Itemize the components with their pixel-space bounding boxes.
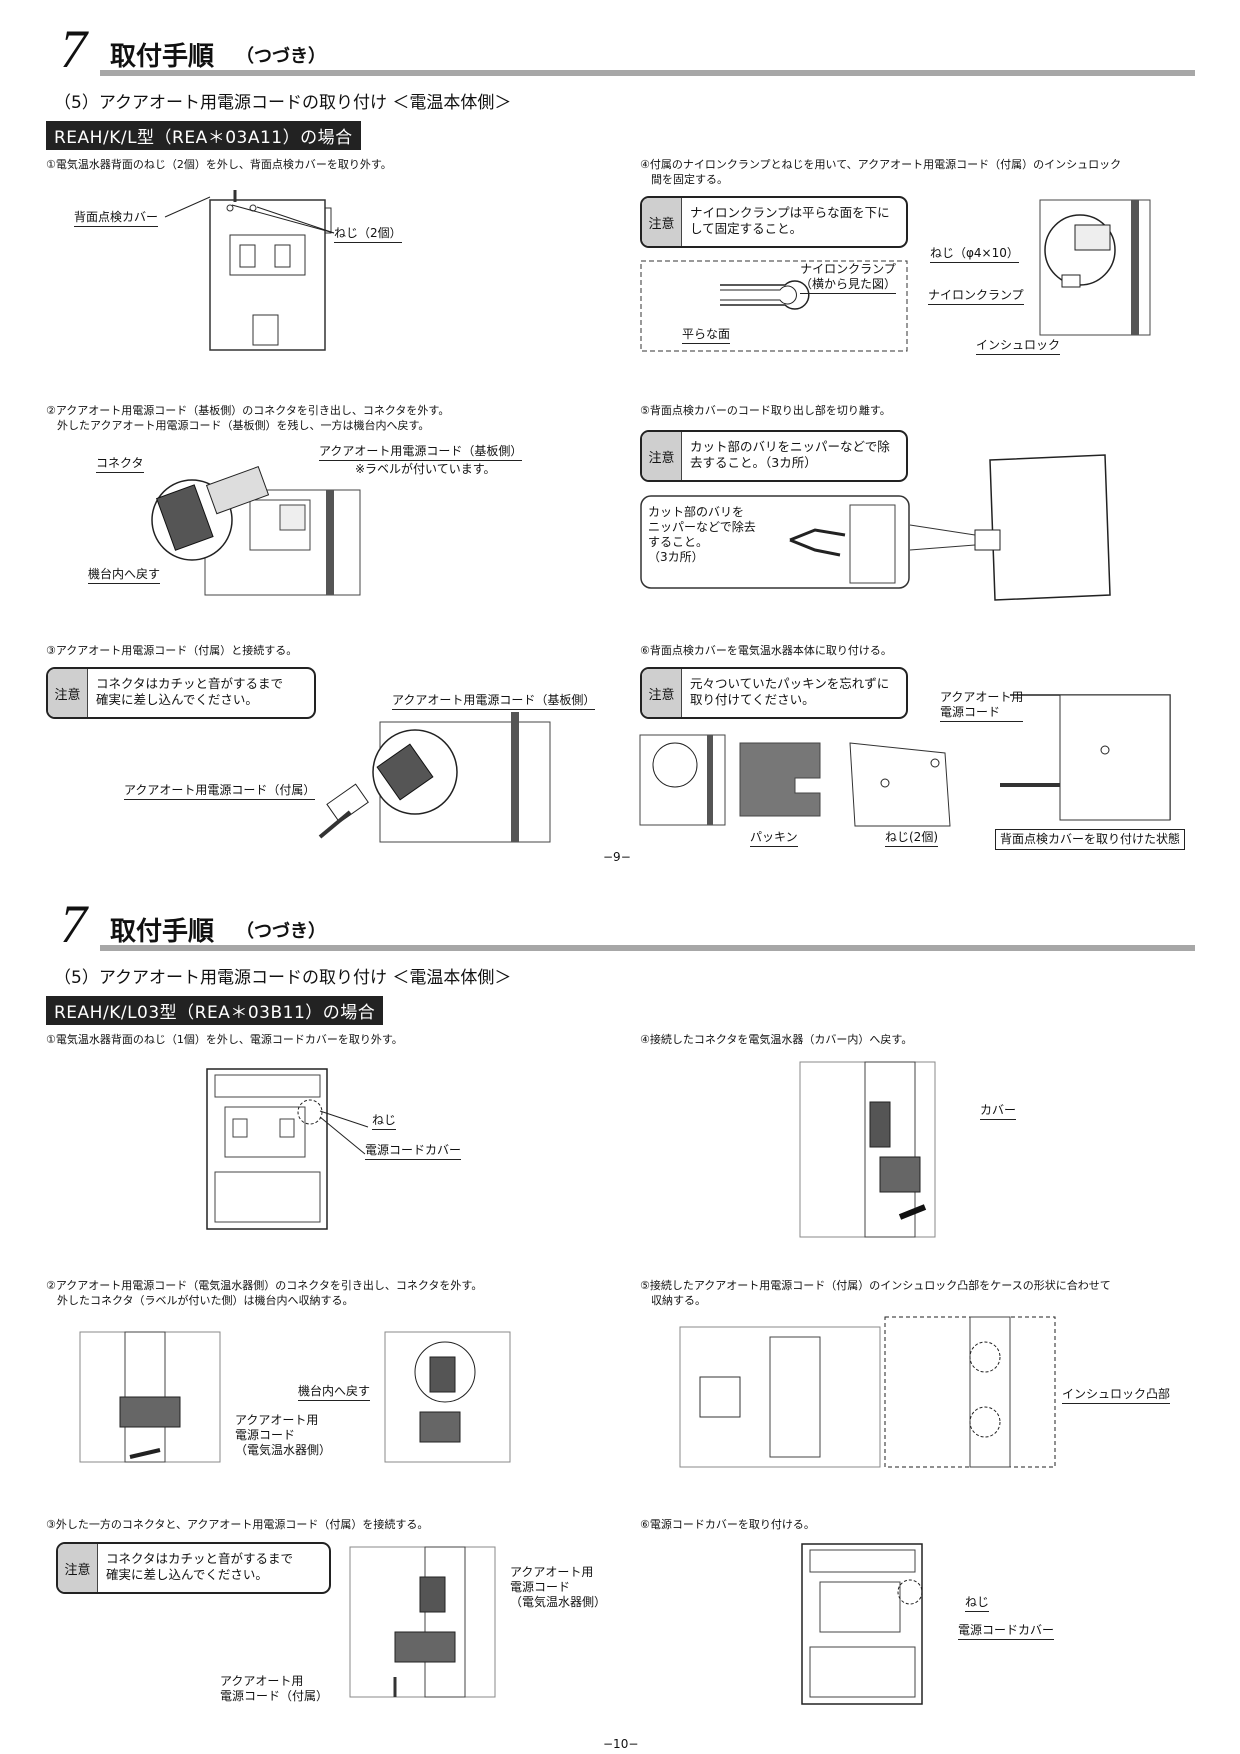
callout-screw: ねじ [372,1113,397,1130]
step-6: ⑥背面点検カバーを電気温水器本体に取り付ける。 [640,644,892,657]
caution-box-6: 注意 元々ついていたパッキンを忘れずに 取り付けてください。 [640,667,908,719]
caution-label: 注意 [48,669,88,717]
step-2: ②アクアオート用電源コード（基板側）のコネクタを引き出し、コネクタを外す。 外し… [46,404,450,432]
caution-box-3: 注意 コネクタはカチッと音がするまで 確実に差し込んでください。 [56,1542,331,1594]
subtitle: （5）アクアオート用電源コードの取り付け ＜電温本体側＞ [54,968,512,988]
leader-line [164,196,211,218]
step6-unit-illustration [639,734,726,826]
step-5: ⑤背面点検カバーのコード取り出し部を切り離す。 [640,404,891,417]
title-rule [100,945,1195,951]
callout-cord-included: アクアオート用 電源コード（付属） [220,1674,329,1703]
callout-cord-cover: 電源コードカバー [365,1143,462,1160]
page-number: −10− [603,1737,639,1751]
section-title: 取付手順 [110,917,215,947]
connection-illustration [349,1546,496,1698]
cover-attached-illustration [1000,694,1171,821]
callout-cord-cover-b: 電源コードカバー [958,1623,1055,1640]
callout-cord-included: アクアオート用電源コード（付属） [124,783,316,800]
callout-cord-board-2: アクアオート用電源コード（基板側） [392,693,596,710]
caution-box-5: 注意 カット部のバリをニッパーなどで除 去すること。（3カ所） [640,430,908,482]
callout-connector: コネクタ [96,456,144,473]
callout-back-cover: 背面点検カバー [74,210,159,227]
title-rule [100,70,1195,76]
page-number: −9− [603,850,631,864]
insulock-illustration [679,1316,1056,1468]
nylon-clamp-side-view [640,260,908,352]
connection-illustration [318,712,551,843]
caution-box-3: 注意 コネクタはカチッと音がするまで 確実に差し込んでください。 [46,667,316,719]
caution-text: ナイロンクランプは平らな面を下に して固定すること。 [690,205,890,236]
caution-label: 注意 [642,198,682,246]
caution-text: コネクタはカチッと音がするまで 確実に差し込んでください。 [96,676,284,707]
callout-nylon-clamp: ナイロンクランプ [928,288,1024,305]
section-title: 取付手順 [110,42,215,72]
step-4: ④接続したコネクタを電気温水器（カバー内）へ戻す。 [640,1033,913,1046]
step-5: ⑤接続したアクアオート用電源コード（付属）のインシュロック凸部をケースの形状に合… [640,1279,1111,1307]
callout-burr-box: カット部のバリを ニッパーなどで除去 すること。 （3カ所） [648,505,756,564]
callout-flat-face: 平らな面 [682,327,731,344]
callout-screw-b: ねじ [965,1595,990,1612]
caution-box-4: 注意 ナイロンクランプは平らな面を下に して固定すること。 [640,196,908,248]
callout-insulock: インシュロック [976,338,1061,355]
callout-insulock-boss: インシュロック凸部 [1062,1387,1171,1404]
cover-screw-illustration [849,742,951,827]
step-6: ⑥電源コードカバーを取り付ける。 [640,1518,815,1531]
step-1: ①電気温水器背面のねじ（1個）を外し、電源コードカバーを取り外す。 [46,1033,403,1046]
page-10: 7 取付手順 （つづき） （5）アクアオート用電源コードの取り付け ＜電温本体側… [0,877,1240,1754]
callout-packing: パッキン [750,830,798,847]
model-banner: REAH/K/L型（REA＊03A11）の場合 [46,121,361,150]
step-2: ②アクアオート用電源コード（電気温水器側）のコネクタを引き出し、コネクタを外す。… [46,1279,483,1307]
step-4: ④付属のナイロンクランプとねじを用いて、アクアオート用電源コード（付属）のインシ… [640,158,1122,186]
clamp-install-illustration [1039,199,1151,336]
caution-label: 注意 [642,669,682,717]
caution-label: 注意 [58,1544,98,1592]
callout-cover: カバー [980,1103,1017,1120]
packing-illustration [739,742,821,817]
callout-nylon-clamp-side: ナイロンクランプ （横から見た図） [800,262,897,294]
section-number: 7 [60,19,87,79]
callout-label-note: ※ラベルが付いています。 [355,462,496,476]
cover-installed-illustration [801,1543,923,1705]
connector-return-illustration [384,1331,511,1463]
callout-screw-phi: ねじ（φ4×10） [930,246,1019,263]
callout-cord-aqua: アクアオート用 電源コード [940,690,1024,722]
section-continued: （つづき） [236,921,326,942]
section-number: 7 [60,894,87,954]
step-3: ③外した一方のコネクタと、アクアオート用電源コード（付属）を接続する。 [46,1518,429,1531]
callout-screw-2b: ねじ(2個) [885,830,938,847]
model-banner: REAH/K/L03型（REA＊03B11）の場合 [46,996,384,1025]
section-continued: （つづき） [236,46,326,67]
callout-return-inside: 機台内へ戻す [298,1384,371,1401]
page-9: 7 取付手順 （つづき） （5）アクアオート用電源コードの取り付け ＜電温本体側… [46,19,1195,864]
leader-line [231,204,335,234]
connector-pull-illustration [79,1331,221,1463]
nipper-illustration [640,495,910,589]
leader-line [319,1110,369,1155]
subtitle: （5）アクアオート用電源コードの取り付け ＜電温本体側＞ [54,93,512,113]
caution-text: コネクタはカチッと音がするまで 確実に差し込んでください。 [106,1551,294,1582]
callout-cord-heater-2: アクアオート用 電源コード （電気温水器側） [510,1565,607,1609]
step-3: ③アクアオート用電源コード（付属）と接続する。 [46,644,298,657]
callout-cord-heater: アクアオート用 電源コード （電気温水器側） [235,1413,332,1457]
caution-text: カット部のバリをニッパーなどで除 去すること。（3カ所） [690,439,890,470]
heater-back-illustration [206,1068,328,1230]
caution-label: 注意 [642,432,682,480]
back-cover-cut-illustration [909,454,1111,601]
step-1: ①電気温水器背面のねじ（2個）を外し、背面点検カバーを取り外す。 [46,158,392,171]
callout-cover-attached: 背面点検カバーを取り付けた状態 [995,829,1186,850]
connector-illustration [151,466,361,596]
callout-return-inside: 機台内へ戻す [88,567,161,584]
connector-into-cover-illustration [799,1061,936,1238]
callout-cord-board: アクアオート用電源コード（基板側） [319,444,523,461]
callout-screw-2: ねじ（2個） [334,226,402,243]
caution-text: 元々ついていたパッキンを忘れずに 取り付けてください。 [690,676,890,707]
